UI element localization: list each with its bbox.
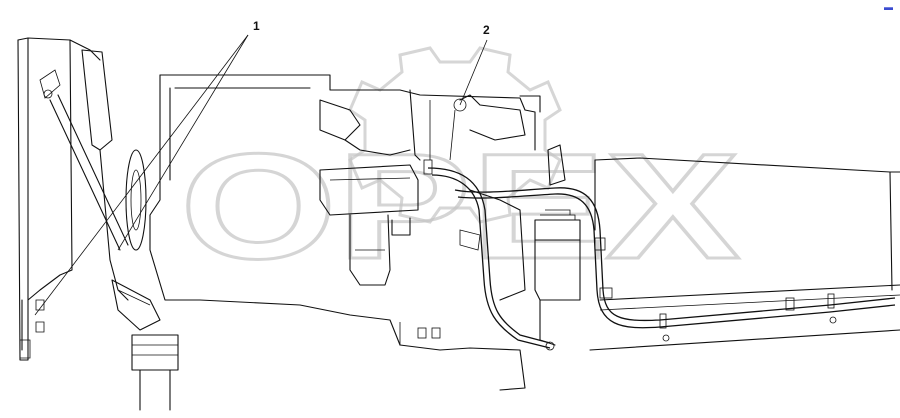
fuel-hoses [423,98,896,351]
watermark: ОРЕХ [179,46,742,292]
callout-2-leader [459,39,488,106]
corner-mark: ▬ [884,2,893,12]
fan-pulley [81,49,161,331]
callout-1: 1 [34,19,260,316]
chassis-frame [519,95,900,351]
radiator-frame [17,37,129,361]
callout-2-label: 2 [483,23,490,37]
watermark-gear-icon [348,46,562,224]
callout-1-leader [117,34,249,251]
callout-2: 2 [459,23,490,106]
callout-1-label: 1 [253,19,260,33]
exhaust-pipe [131,334,179,411]
watermark-text: ОРЕХ [180,122,740,290]
callout-1-leader [34,34,249,316]
